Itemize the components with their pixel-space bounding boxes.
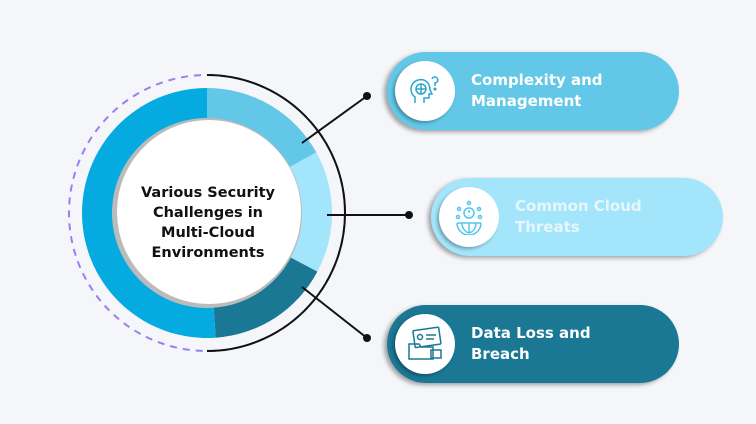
connector-dot-3	[363, 334, 371, 342]
center-circle	[117, 120, 301, 304]
item-label: Data Loss and Breach	[471, 324, 591, 363]
item-threats: Common Cloud Threats	[431, 178, 723, 256]
item-complexity: Complexity and Management	[387, 52, 679, 130]
connector-3	[301, 286, 368, 339]
ring-segment-2	[289, 152, 332, 272]
connector-dot-1	[363, 92, 371, 100]
connector-dot-2	[405, 211, 413, 219]
center-title: Various Security Challenges in Multi-Clo…	[141, 185, 275, 261]
globe-alert-icon	[439, 187, 499, 247]
folder-card-icon	[395, 314, 455, 374]
ring-segment-4	[82, 88, 216, 338]
connector-1	[301, 95, 368, 144]
item-label: Complexity and Management	[471, 71, 603, 110]
head-question-icon	[395, 61, 455, 121]
ring-segment-3	[213, 257, 318, 338]
item-dataloss: Data Loss and Breach	[387, 305, 679, 383]
outer-arc	[206, 74, 346, 352]
item-label: Common Cloud Threats	[515, 197, 642, 236]
ring-segment-1	[207, 88, 317, 168]
